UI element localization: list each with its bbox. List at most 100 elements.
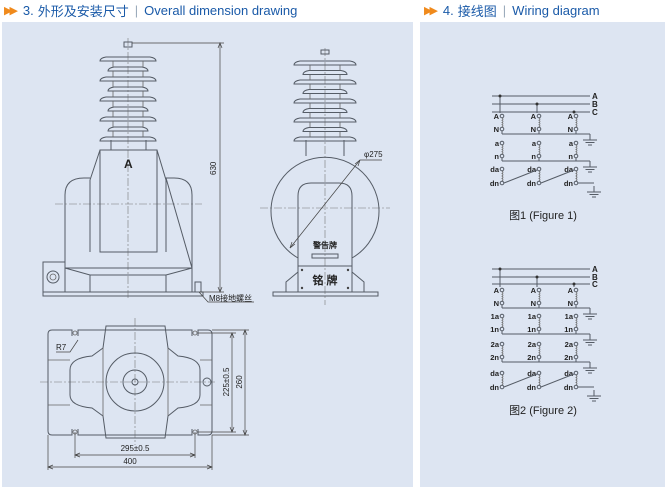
terminal-icon: [573, 354, 579, 360]
figure-2-caption: 图2 (Figure 2): [509, 404, 577, 417]
terminal-label: 1a: [491, 312, 500, 321]
base-plate: [42, 291, 204, 297]
terminal-icon: [499, 370, 505, 376]
insulator-shed: [302, 70, 348, 75]
winding-coil: [575, 144, 578, 155]
terminal-icon: [573, 384, 579, 390]
winding-coil: [501, 291, 504, 302]
terminal-icon: [536, 126, 542, 132]
terminal-cap: [123, 41, 133, 48]
terminal-icon: [499, 166, 505, 172]
terminal-icon: [499, 354, 505, 360]
terminal-icon: [536, 300, 542, 306]
ground-icon: [583, 134, 597, 146]
double-arrow-icon: ▶▶: [424, 4, 438, 17]
terminal-label: a: [569, 139, 574, 148]
terminal-icon: [499, 113, 505, 119]
base-plate: [272, 291, 379, 297]
terminal-label: n: [531, 152, 536, 161]
open-delta-connection: [503, 169, 594, 184]
insulator-shed: [107, 106, 149, 112]
terminal-icon: [573, 140, 579, 146]
neutral-connection: [501, 131, 590, 135]
winding-coil: [538, 374, 541, 386]
warning-plate: [311, 253, 339, 259]
bus-label: A: [592, 92, 598, 101]
top-view: R7 295±0.5 400 225±0.5 260: [40, 318, 249, 470]
insulator-shed: [293, 117, 357, 123]
terminal-icon: [499, 313, 505, 319]
terminal-label: 1n: [564, 325, 573, 334]
terminal-icon: [499, 180, 505, 186]
ground-icon: [583, 334, 597, 346]
terminal-icon: [573, 300, 579, 306]
section-title-en: Overall dimension drawing: [144, 2, 298, 18]
ground-icon: [587, 390, 601, 402]
terminal-icon: [536, 354, 542, 360]
winding-coil: [575, 117, 578, 128]
terminal-label: N: [531, 299, 536, 308]
terminal-icon: [536, 113, 542, 119]
terminal-label: 2n: [490, 353, 499, 362]
insulator-shed: [293, 136, 357, 142]
insulator-shed: [293, 60, 357, 66]
ground-icon: [583, 161, 597, 173]
terminal-label: da: [490, 369, 500, 378]
wiring-diagram-panel: [420, 22, 665, 487]
terminal-label: A: [568, 286, 574, 295]
terminal-label: n: [494, 152, 499, 161]
winding-coil: [501, 345, 504, 356]
terminal-icon: [573, 370, 579, 376]
terminal-label: a: [495, 139, 500, 148]
terminal-label: A: [531, 112, 537, 121]
bus-label: B: [592, 273, 598, 282]
divider: |: [502, 2, 507, 18]
terminal-icon: [573, 153, 579, 159]
section-3-heading: ▶▶ 3. 外形及安装尺寸 | Overall dimension drawin…: [4, 0, 297, 20]
terminal-icon: [536, 153, 542, 159]
winding-coil: [538, 117, 541, 128]
insulator-shed: [293, 98, 357, 104]
height-dimension: 630: [209, 161, 218, 175]
terminal-label: N: [531, 125, 536, 134]
winding-coil: [501, 317, 504, 328]
terminal-label: N: [568, 299, 573, 308]
terminal-icon: [573, 113, 579, 119]
winding-coil: [538, 170, 541, 182]
insulator-shed: [293, 79, 357, 85]
terminal-icon: [536, 341, 542, 347]
section-title-en: Wiring diagram: [512, 2, 600, 18]
terminal-icon: [499, 384, 505, 390]
winding-coil: [501, 144, 504, 155]
terminal-label: a: [532, 139, 537, 148]
winding-coil: [501, 374, 504, 386]
terminal-icon: [573, 326, 579, 332]
insulator-shed: [302, 108, 348, 113]
insulator-shed: [99, 76, 157, 82]
terminal-label: N: [568, 125, 573, 134]
ground-bolt-icon: [194, 281, 202, 293]
bus-label: C: [592, 280, 598, 289]
insulator-shed: [107, 86, 149, 92]
terminal-icon: [499, 341, 505, 347]
bus-label: A: [592, 265, 598, 274]
terminal-label: 1n: [490, 325, 499, 334]
terminal-label: 1a: [528, 312, 537, 321]
terminal-icon: [499, 126, 505, 132]
terminal-label: A: [531, 286, 537, 295]
insulator-outline: [105, 352, 165, 412]
neutral-connection: [501, 158, 590, 162]
divider: |: [134, 2, 139, 18]
terminal-label: dn: [564, 383, 574, 392]
bus-label: B: [592, 100, 598, 109]
warning-plate-label: 警告牌: [312, 240, 337, 250]
winding-coil: [575, 291, 578, 302]
terminal-icon: [573, 180, 579, 186]
terminal-label: A: [494, 286, 500, 295]
side-view: 警告牌 铭 牌 φ275: [260, 48, 390, 305]
insulator-sheds: [99, 56, 157, 142]
section-title-cn: 接线图: [457, 3, 497, 19]
terminal-icon: [499, 287, 505, 293]
wiring-figure-2: ABCAN1a1n2a2ndadnAN1a1n2a2ndadnAN1a1n2a2…: [490, 265, 601, 402]
section-title-cn: 外形及安装尺寸: [37, 3, 129, 19]
